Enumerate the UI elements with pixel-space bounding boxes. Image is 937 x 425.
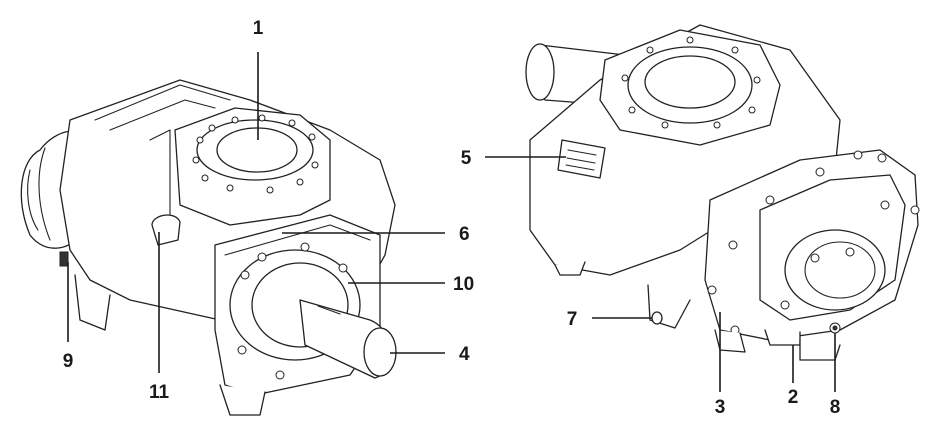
leader-lines — [67, 52, 836, 392]
callout-6: 6 — [459, 224, 470, 245]
callout-4: 4 — [459, 344, 470, 365]
callout-1: 1 — [253, 18, 264, 39]
callout-5: 5 — [461, 148, 472, 169]
callout-7: 7 — [567, 309, 578, 330]
callout-3: 3 — [715, 397, 726, 418]
right-view-compressor — [525, 24, 920, 361]
callout-labels: 1 6 10 4 9 11 5 7 3 2 8 — [63, 18, 841, 418]
callout-9: 9 — [63, 351, 74, 372]
left-view-compressor — [20, 79, 397, 416]
callout-11: 11 — [149, 382, 170, 403]
callout-10: 10 — [453, 274, 474, 295]
callout-2: 2 — [788, 387, 799, 408]
callout-8: 8 — [830, 397, 841, 418]
